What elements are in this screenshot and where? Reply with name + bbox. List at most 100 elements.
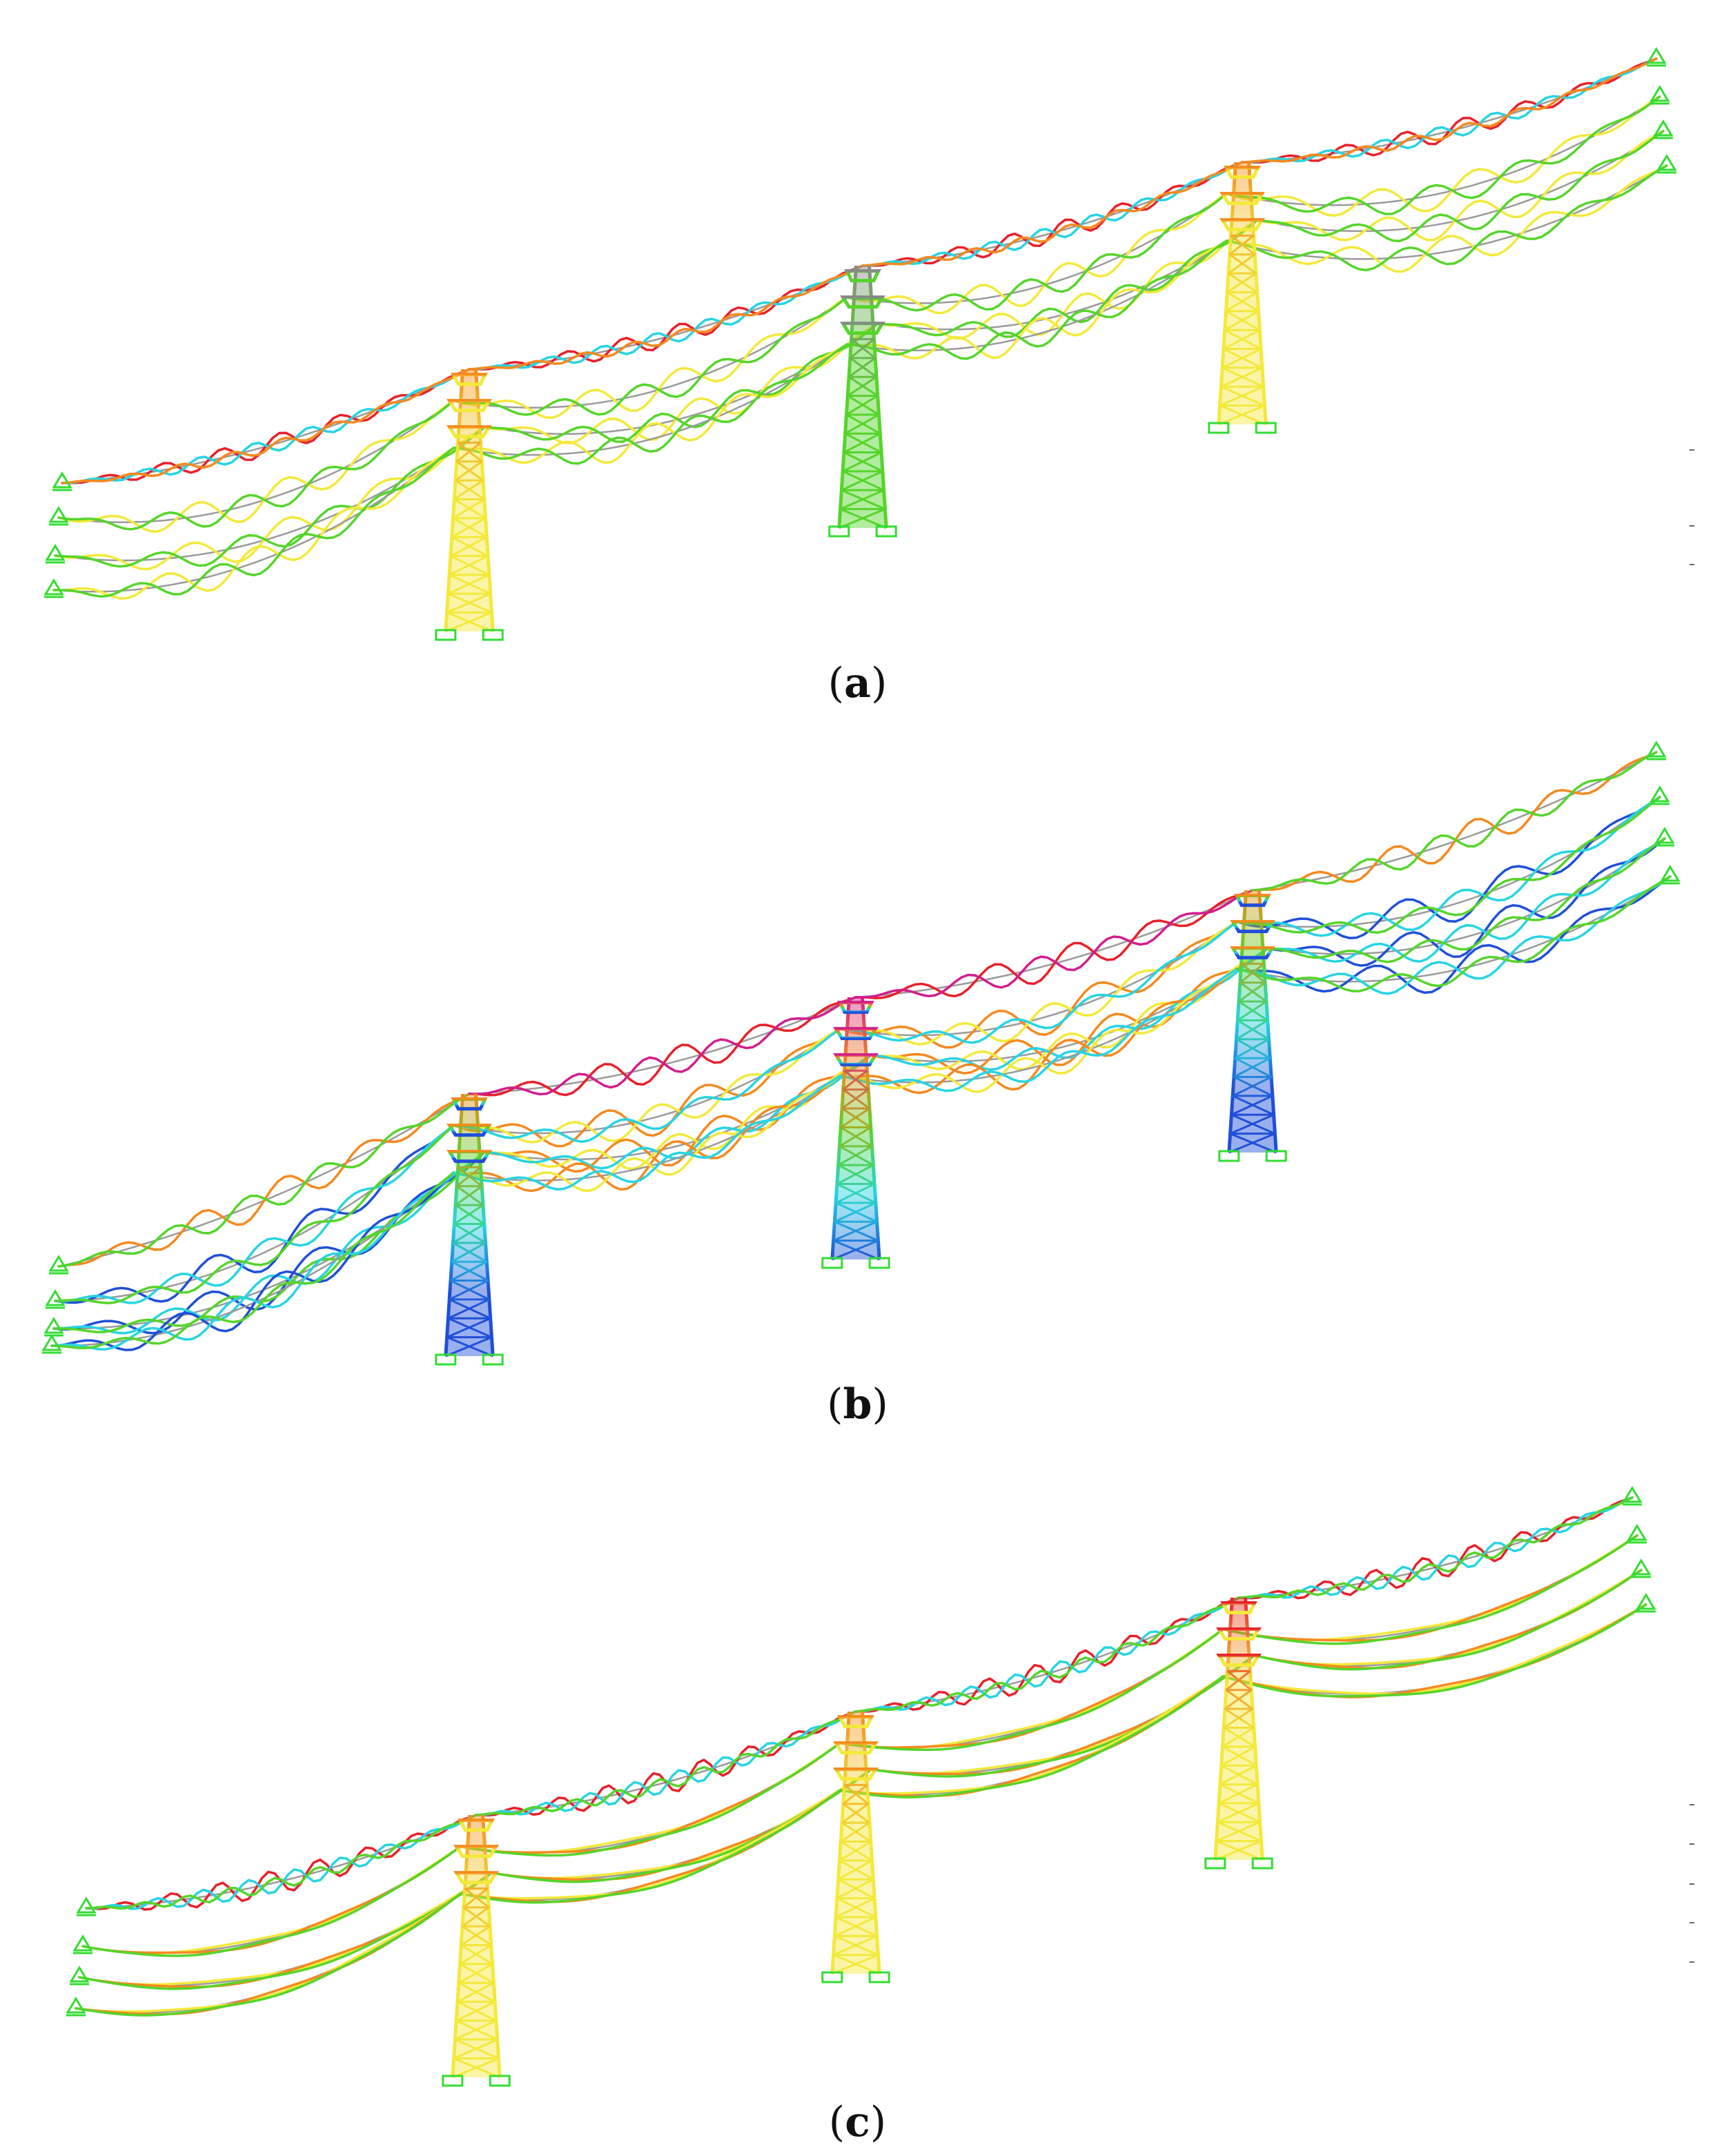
- panel-c-diagram: [66, 1486, 1694, 2087]
- undeformed-conductor: [452, 296, 848, 409]
- deformed-conductor: [468, 264, 864, 371]
- undeformed-conductor: [1222, 1603, 1647, 1695]
- deformed-conductor: [845, 239, 1228, 360]
- support-icon: [45, 1289, 66, 1309]
- tower-cross-arm: [1224, 166, 1261, 179]
- support-icon: [72, 1934, 93, 1954]
- deformed-conductor: [61, 368, 471, 484]
- undeformed-conductor: [50, 1171, 455, 1347]
- deformed-conductor: [81, 1845, 462, 1955]
- deformed-conductor: [78, 1871, 493, 1986]
- undeformed-conductor: [54, 426, 487, 562]
- support-icon: [48, 506, 69, 526]
- undeformed-conductor: [1235, 875, 1672, 983]
- deformed-conductor: [452, 1027, 841, 1148]
- tower-cross-arm: [451, 1097, 488, 1111]
- deformed-conductor: [52, 447, 455, 600]
- deformed-conductor: [452, 295, 848, 416]
- tower-cross-arm: [1219, 218, 1265, 232]
- tower-footing: [821, 1971, 843, 1983]
- deformed-conductor: [1222, 1534, 1638, 1645]
- deformed-conductor: [468, 996, 857, 1096]
- support-icon: [45, 544, 66, 564]
- deformed-conductor: [1237, 1496, 1634, 1599]
- tower-body: [832, 1712, 880, 1974]
- undeformed-conductor: [468, 264, 864, 371]
- tower-cross-arm: [1230, 920, 1275, 934]
- tower-cross-arm: [837, 1001, 874, 1015]
- tower-cross-arm: [1216, 1654, 1262, 1667]
- tower-footing: [1208, 422, 1230, 434]
- undeformed-conductor: [1222, 1534, 1638, 1641]
- support-icon: [1646, 47, 1667, 67]
- tower-c-0: [442, 1814, 511, 2087]
- tower-cross-arm: [840, 322, 885, 335]
- tower-footing: [1255, 422, 1277, 434]
- undeformed-conductor: [85, 1814, 478, 1910]
- deformed-conductor: [50, 1171, 455, 1350]
- undeformed-conductor: [1225, 95, 1661, 206]
- undeformed-conductor: [52, 447, 455, 593]
- undeformed-conductor: [1241, 57, 1658, 164]
- deformed-conductor: [1253, 1569, 1643, 1671]
- deformed-conductor: [1241, 57, 1658, 164]
- tower-footing: [435, 1353, 457, 1366]
- deformed-conductor: [854, 1596, 1240, 1713]
- tower-footing: [1218, 1150, 1240, 1162]
- tower-body: [1215, 1598, 1263, 1860]
- support-icon: [52, 471, 72, 491]
- tower-c-1: [821, 1711, 890, 1983]
- undeformed-conductor: [861, 161, 1244, 267]
- panel-c: (c): [0, 1442, 1715, 2156]
- tower-body: [832, 997, 880, 1260]
- deformed-conductor: [1237, 1496, 1634, 1600]
- deformed-conductor: [57, 399, 455, 531]
- deformed-conductor: [484, 1053, 873, 1170]
- undeformed-conductor: [1257, 130, 1665, 233]
- deformed-conductor: [75, 1892, 462, 2013]
- tower-cross-arm: [844, 269, 881, 283]
- tower-cross-arm: [833, 1053, 879, 1067]
- tower-cross-arm: [1220, 1601, 1257, 1615]
- tower-cross-arm: [1216, 1627, 1262, 1641]
- tower-cross-arm: [447, 399, 492, 413]
- undeformed-conductor: [1237, 1496, 1634, 1599]
- deformed-conductor: [459, 1789, 841, 1900]
- support-icon: [1654, 827, 1675, 847]
- undeformed-conductor: [1253, 1569, 1643, 1667]
- deformed-conductor: [877, 218, 1260, 340]
- support-icon: [43, 578, 64, 598]
- tower-footing: [1204, 1857, 1226, 1870]
- deformed-conductor: [1235, 875, 1672, 992]
- tower-footing: [875, 525, 897, 538]
- deformed-conductor: [877, 218, 1260, 338]
- undeformed-conductor: [1225, 164, 1668, 260]
- tower-body: [1228, 890, 1277, 1153]
- tower-cross-arm: [1219, 192, 1265, 206]
- undeformed-conductor: [839, 921, 1238, 1037]
- panel-b: (b): [0, 718, 1715, 1442]
- caption-c: (c): [828, 2098, 887, 2146]
- deformed-conductor: [1253, 1569, 1643, 1666]
- deformed-conductor: [839, 920, 1238, 1044]
- tower-b-2: [1218, 890, 1287, 1162]
- support-icon: [1646, 741, 1667, 761]
- tower-cross-arm: [1234, 894, 1271, 908]
- deformed-conductor: [870, 1654, 1256, 1778]
- tower-cross-arm: [833, 1767, 879, 1781]
- support-icon: [48, 1255, 69, 1275]
- support-icon: [1627, 1524, 1647, 1544]
- undeformed-conductor: [1251, 751, 1658, 892]
- deformed-conductor: [1225, 95, 1661, 215]
- deformed-conductor: [870, 1654, 1256, 1776]
- deformed-conductor: [1267, 837, 1666, 963]
- deformed-conductor: [85, 1814, 478, 1910]
- deformed-conductor: [839, 920, 1238, 1049]
- deformed-conductor: [845, 239, 1228, 360]
- tower-footing: [868, 1971, 890, 1983]
- tower-body: [445, 1094, 493, 1356]
- deformed-conductor: [54, 425, 487, 568]
- deformed-conductor: [839, 1675, 1224, 1799]
- deformed-conductor: [452, 1075, 841, 1190]
- deformed-conductor: [861, 161, 1244, 267]
